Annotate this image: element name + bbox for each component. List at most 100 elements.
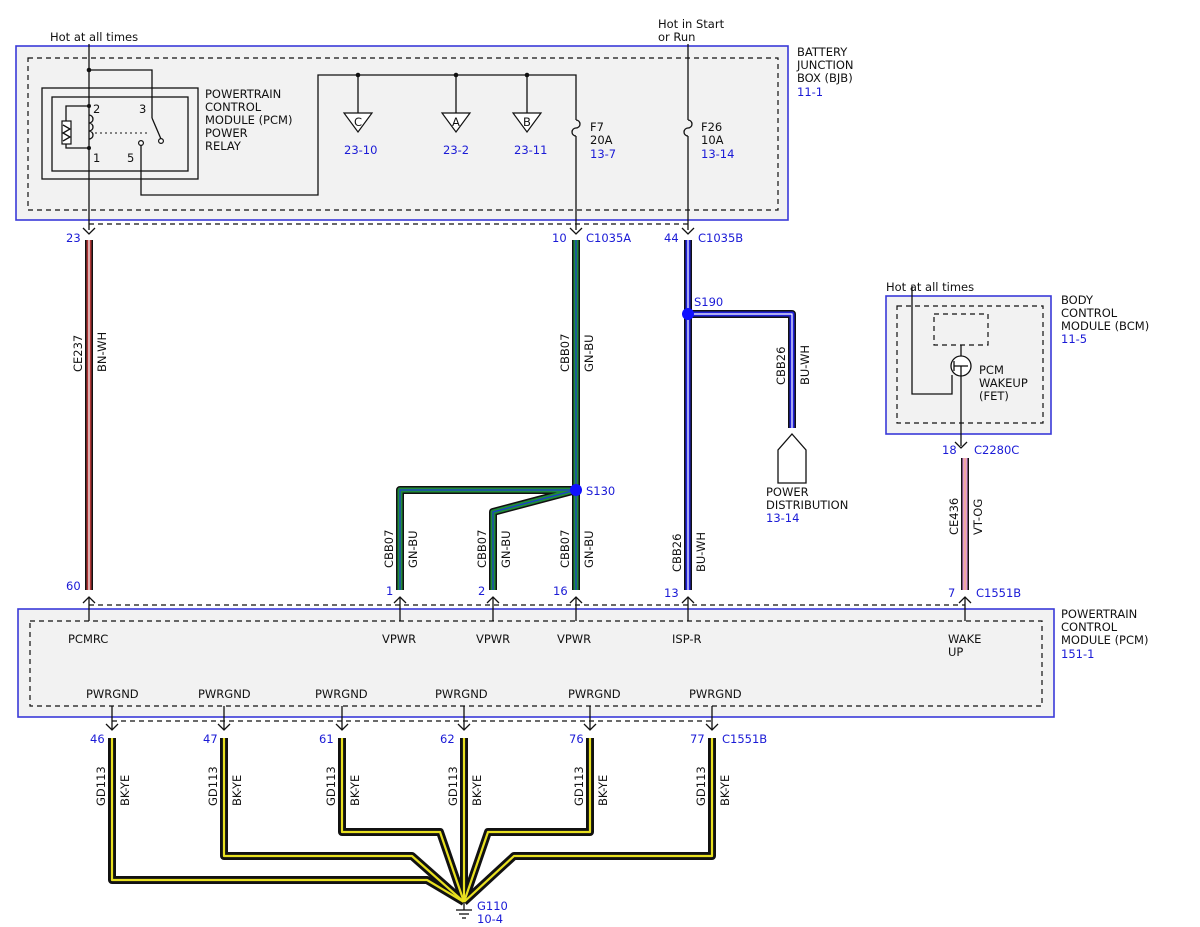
splice-s190-label: S190	[694, 295, 723, 309]
pcm-power-relay: 2 3 1 5 POWERTRAIN CONTROL MODULE (PCM) …	[41, 44, 577, 230]
pcm-pin-7: 7	[948, 586, 955, 600]
ground-g110-name: G110	[477, 899, 508, 913]
wire-cbb07-circuit-pin2: CBB07	[475, 530, 489, 568]
fuse-f7-name: F7	[590, 120, 604, 134]
power-distribution-ref: 13-14	[766, 511, 799, 525]
body-control-module: Hot at all times PCM WAKEUP (FET) BODY C…	[885, 280, 1149, 457]
bjb-pin-44: 44	[664, 231, 679, 245]
pwrgnd-label-pin-61: PWRGND	[315, 687, 368, 701]
bcm-hot-at-all-times-label: Hot at all times	[886, 280, 974, 294]
ground-pin-77-connector: 77 C1551B	[690, 706, 767, 746]
pwrgnd-label-pin-76: PWRGND	[568, 687, 621, 701]
jumper-c-letter: C	[354, 115, 362, 129]
pcm-pin-60-connector: 60 PCMRC	[66, 579, 108, 646]
hot-in-start-label: Hot in Start	[658, 17, 725, 31]
ground-wire-46-circuit: GD113	[94, 766, 108, 806]
ground-pin-62-connector: 62	[440, 706, 471, 746]
pcm-pin-7-label-line-2: UP	[948, 645, 963, 659]
wire-cbb07-circuit-main: CBB07	[558, 334, 572, 372]
pcm-ref: 151-1	[1061, 647, 1094, 661]
hot-at-all-times-label: Hot at all times	[50, 30, 138, 44]
pcm-pin-16-connector: 16 VPWR	[553, 584, 591, 646]
ground-g110-ref: 10-4	[477, 912, 503, 926]
pwrgnd-label-pin-47: PWRGND	[198, 687, 251, 701]
bjb-pin-10: 10	[552, 231, 567, 245]
bjb-pin-44-connector: 44 C1035B	[664, 227, 743, 245]
connector-c1035b: C1035B	[698, 231, 743, 245]
fuse-f7-ref: 13-7	[590, 147, 616, 161]
ground-wire-77-circuit: GD113	[694, 766, 708, 806]
ground-wire-harness: GD113 BK-YE GD113 BK-YE GD113 BK-YE GD11…	[94, 738, 732, 906]
relay-name-line-5: RELAY	[205, 139, 242, 153]
bcm-name-line-1: BODY	[1061, 293, 1094, 307]
ground-pin-61: 61	[319, 732, 334, 746]
bcm-name-line-2: CONTROL	[1061, 306, 1118, 320]
wire-ce436-color: VT-OG	[971, 499, 985, 535]
wire-cbb26-color-main: BU-WH	[694, 532, 708, 572]
fuse-f7-rating: 20A	[590, 133, 613, 147]
pwrgnd-label-pin-62: PWRGND	[435, 687, 488, 701]
ground-pin-77: 77	[690, 732, 705, 746]
jumper-a-letter: A	[452, 115, 460, 129]
relay-name-line-4: POWER	[205, 126, 248, 140]
ground-wire-61-circuit: GD113	[324, 766, 338, 806]
pcm-pin-16: 16	[553, 584, 568, 598]
ground-wire-76-circuit: GD113	[572, 766, 586, 806]
wire-cbb26-circuit-branch: CBB26	[774, 347, 788, 385]
jumper-c: C 23-10	[342, 72, 377, 157]
fuse-f26: F26 10A 13-14	[683, 44, 734, 230]
pcm-pin-13-label: ISP-R	[672, 632, 702, 646]
wire-ce237: CE237 BN-WH	[71, 240, 109, 590]
ground-pin-47: 47	[203, 732, 218, 746]
wire-ce237-circuit: CE237	[71, 335, 85, 372]
ground-wire-62-circuit: GD113	[446, 766, 460, 806]
bcm-ref: 11-5	[1061, 332, 1087, 346]
ground-wire-77-color: BK-YE	[718, 775, 732, 806]
pcm-name-line-2: CONTROL	[1061, 620, 1118, 634]
pcm-pin-60: 60	[66, 579, 81, 593]
bjb-pin-23: 23	[66, 231, 81, 245]
ground-pin-61-connector: 61	[319, 706, 349, 746]
relay-pin-3: 3	[139, 102, 146, 116]
connector-c1551b-ground: C1551B	[722, 732, 767, 746]
wire-cbb07-color-pin16: GN-BU	[582, 530, 596, 568]
bcm-name-line-3: MODULE (BCM)	[1061, 319, 1149, 333]
bjb-name-line-3: BOX (BJB)	[797, 71, 853, 85]
or-run-label: or Run	[658, 30, 695, 44]
pcm-pin-2: 2	[478, 584, 485, 598]
bcm-fet-line-1: PCM	[979, 363, 1004, 377]
jumper-a-ref: 23-2	[443, 143, 469, 157]
fuse-f7: F7 20A 13-7	[571, 119, 616, 230]
relay-name-line-2: CONTROL	[205, 100, 262, 114]
wire-cbb26-circuit-main: CBB26	[670, 534, 684, 572]
wire-ce436: CE436 VT-OG	[947, 458, 985, 590]
wire-cbb26-color-branch: BU-WH	[798, 345, 812, 385]
jumper-b-ref: 23-11	[514, 143, 547, 157]
splice-s190: S190	[682, 295, 723, 320]
bjb-ref: 11-1	[797, 85, 823, 99]
power-distribution-connector: POWER DISTRIBUTION 13-14	[766, 433, 848, 525]
pcm-pin-7-connector: 7 C1551B WAKE UP	[948, 586, 1021, 659]
bcm-fet-line-3: (FET)	[979, 389, 1009, 403]
jumper-c-ref: 23-10	[344, 143, 377, 157]
relay-name-line-3: MODULE (PCM)	[205, 113, 292, 127]
ground-wire-47-circuit: GD113	[206, 766, 220, 806]
ground-pin-76: 76	[569, 732, 584, 746]
ground-pin-46: 46	[90, 732, 105, 746]
relay-pin-5: 5	[127, 151, 134, 165]
bjb-pin-10-connector: 10 C1035A	[552, 227, 631, 245]
ground-wire-46-color: BK-YE	[118, 775, 132, 806]
relay-pin-1: 1	[93, 151, 100, 165]
pcm-pin-1: 1	[386, 584, 393, 598]
wire-ce436-circuit: CE436	[947, 498, 961, 535]
bjb-name-line-2: JUNCTION	[796, 58, 854, 72]
wire-cbb07-color-pin2: GN-BU	[499, 530, 513, 568]
ground-wire-76-color: BK-YE	[596, 775, 610, 806]
wire-cbb07-color-pin1: GN-BU	[406, 530, 420, 568]
wire-cbb07: CBB07 GN-BU CBB07 GN-BU CBB07 GN-BU CBB0…	[382, 240, 596, 590]
splice-s130-label: S130	[586, 484, 615, 498]
ground-wire-47-color: BK-YE	[230, 775, 244, 806]
ground-wire-61-color: BK-YE	[348, 775, 362, 806]
powertrain-control-module: POWERTRAIN CONTROL MODULE (PCM) 151-1	[17, 604, 1148, 718]
